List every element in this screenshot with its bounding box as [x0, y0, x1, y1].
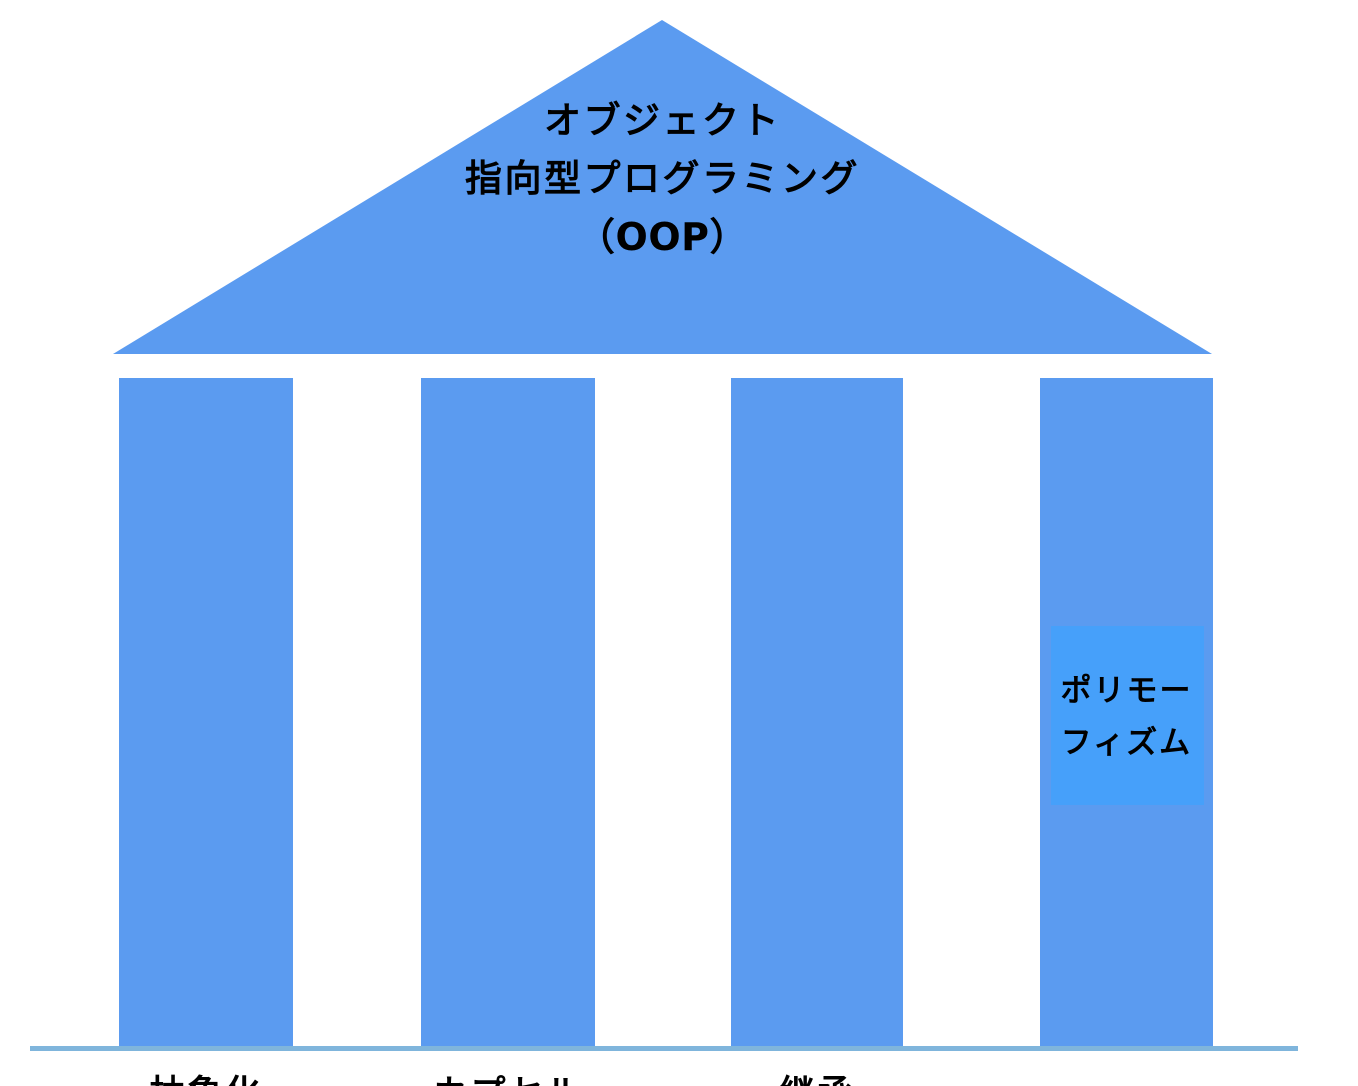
roof-group: オブジェクト 指向型プログラミング （OOP） [0, 0, 1358, 360]
polymorphism-highlight-box [1051, 626, 1204, 805]
pillar-label-inheritance: 継承 [731, 1069, 903, 1086]
pillar-inheritance: 継承 [731, 378, 903, 1086]
pillar-abstraction: 抽象化 [119, 378, 293, 1086]
pillar-label-abstraction: 抽象化 [119, 1069, 293, 1086]
roof-triangle [113, 20, 1212, 354]
ground-baseline [30, 1046, 1298, 1051]
pillar-label-encapsulation: カプセル化 [421, 1069, 595, 1086]
pillar-encapsulation: カプセル化 [421, 378, 595, 1086]
